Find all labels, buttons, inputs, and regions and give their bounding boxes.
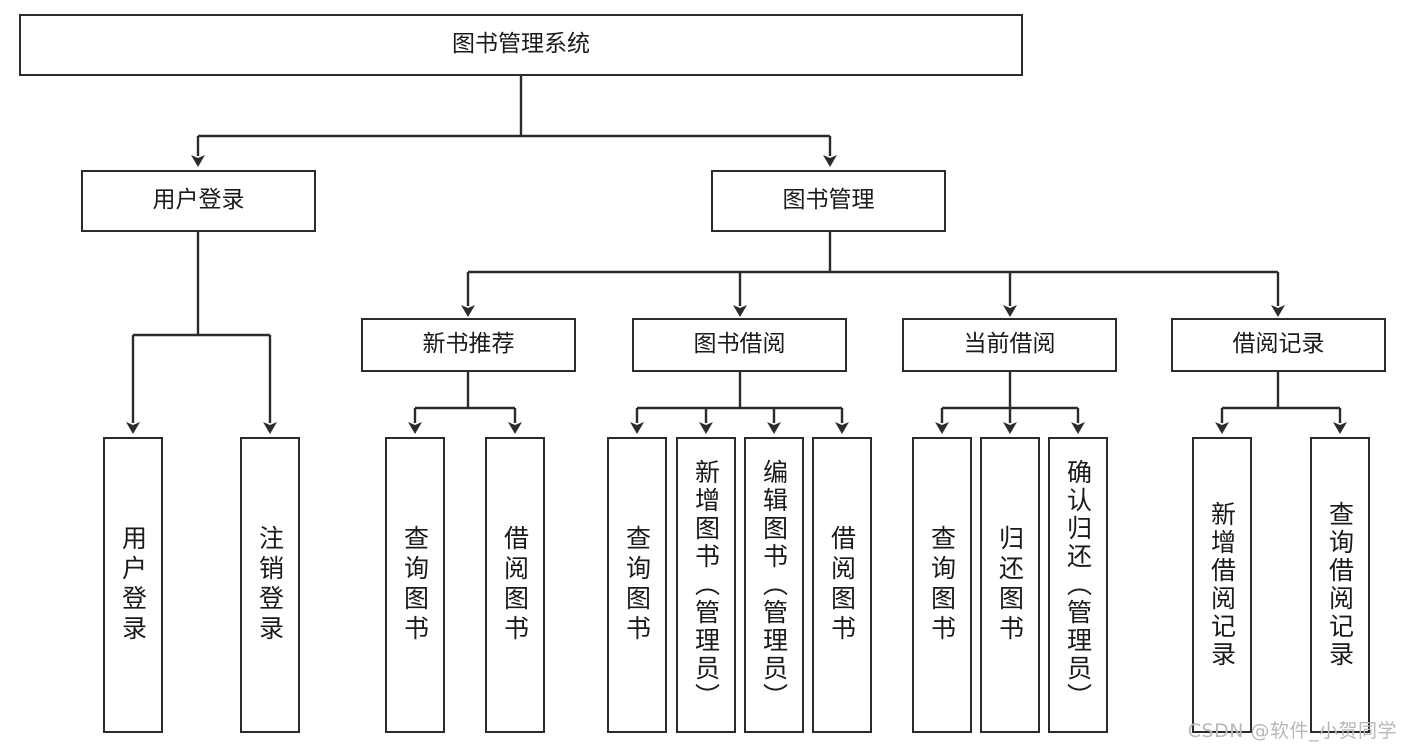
node-current-borrow-label: 当前借阅	[963, 331, 1056, 358]
node-leaf-query-book-2-label: 查询图书	[622, 525, 652, 645]
node-leaf-query-record[interactable]: 查询借阅记录	[1310, 437, 1370, 733]
node-book-manage[interactable]: 图书管理	[711, 170, 946, 232]
node-leaf-user-login[interactable]: 用户登录	[103, 437, 163, 733]
node-user-login-label: 用户登录	[152, 187, 245, 214]
node-leaf-add-record-label: 新增借阅记录	[1207, 501, 1237, 669]
node-leaf-return-book[interactable]: 归还图书	[980, 437, 1040, 733]
node-leaf-query-book-1[interactable]: 查询图书	[385, 437, 445, 733]
node-leaf-query-book-2[interactable]: 查询图书	[607, 437, 667, 733]
node-leaf-confirm-return-label: 确认归还（管理员）	[1063, 459, 1093, 711]
node-leaf-logout[interactable]: 注销登录	[240, 437, 300, 733]
node-book-borrow-label: 图书借阅	[693, 331, 786, 358]
node-leaf-return-book-label: 归还图书	[995, 525, 1025, 645]
node-leaf-query-book-1-label: 查询图书	[400, 525, 430, 645]
node-leaf-query-book-3-label: 查询图书	[927, 525, 957, 645]
node-leaf-confirm-return[interactable]: 确认归还（管理员）	[1048, 437, 1108, 733]
node-leaf-edit-book-label: 编辑图书（管理员）	[759, 459, 789, 711]
node-leaf-borrow-book-2-label: 借阅图书	[827, 525, 857, 645]
node-book-borrow[interactable]: 图书借阅	[632, 318, 847, 372]
node-leaf-query-book-3[interactable]: 查询图书	[912, 437, 972, 733]
node-current-borrow[interactable]: 当前借阅	[902, 318, 1117, 372]
node-new-book-rec-label: 新书推荐	[422, 331, 515, 358]
node-root-label: 图书管理系统	[452, 31, 590, 58]
node-leaf-borrow-book-2[interactable]: 借阅图书	[812, 437, 872, 733]
node-leaf-query-record-label: 查询借阅记录	[1325, 501, 1355, 669]
node-leaf-add-record[interactable]: 新增借阅记录	[1192, 437, 1252, 733]
node-leaf-borrow-book-1-label: 借阅图书	[500, 525, 530, 645]
node-root[interactable]: 图书管理系统	[19, 14, 1023, 76]
node-leaf-logout-label: 注销登录	[255, 525, 285, 645]
node-borrow-record-label: 借阅记录	[1232, 331, 1325, 358]
node-book-manage-label: 图书管理	[782, 187, 875, 214]
node-leaf-edit-book[interactable]: 编辑图书（管理员）	[744, 437, 804, 733]
node-leaf-add-book-label: 新增图书（管理员）	[691, 459, 721, 711]
node-leaf-borrow-book-1[interactable]: 借阅图书	[485, 437, 545, 733]
node-leaf-add-book[interactable]: 新增图书（管理员）	[676, 437, 736, 733]
node-user-login[interactable]: 用户登录	[81, 170, 316, 232]
node-leaf-user-login-label: 用户登录	[118, 525, 148, 645]
node-new-book-rec[interactable]: 新书推荐	[361, 318, 576, 372]
csdn-watermark: CSDN @软件_小贺同学	[1187, 720, 1397, 742]
node-borrow-record[interactable]: 借阅记录	[1171, 318, 1386, 372]
